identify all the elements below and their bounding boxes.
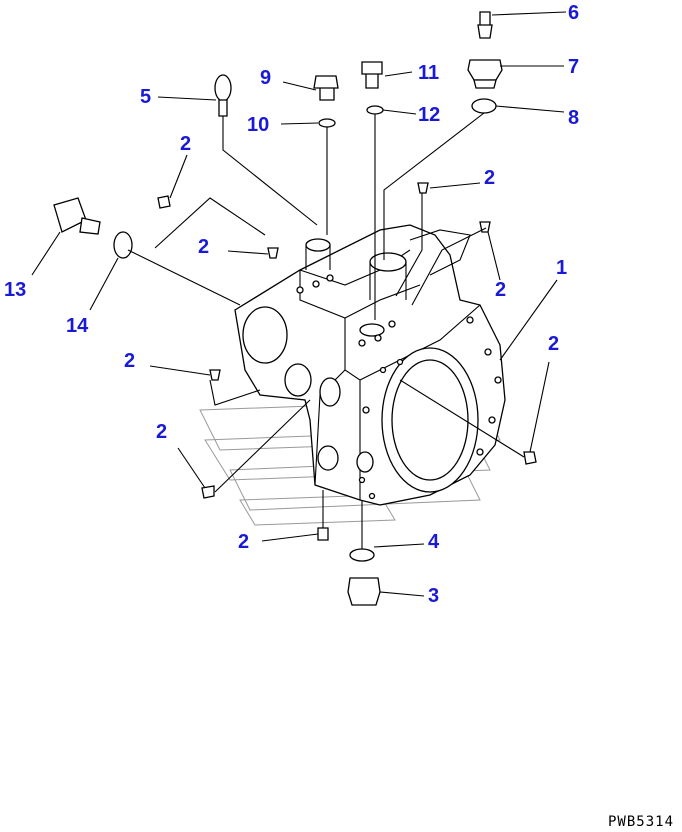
callout-13: 13 <box>4 279 26 301</box>
callout-10: 10 <box>247 114 269 136</box>
callout-2: 2 <box>198 236 209 258</box>
leader-lines <box>31 11 567 597</box>
small-parts <box>53 11 537 606</box>
callout-14: 14 <box>66 315 89 337</box>
callout-2: 2 <box>124 350 135 372</box>
callout-9: 9 <box>260 67 271 89</box>
callouts: 1 2 2 2 2 2 2 2 2 3 4 5 6 7 8 9 10 11 12… <box>4 2 579 607</box>
callout-2: 2 <box>495 279 506 301</box>
callout-1: 1 <box>556 257 567 279</box>
main-housing <box>234 224 506 506</box>
callout-7: 7 <box>568 56 579 78</box>
callout-2: 2 <box>548 333 559 355</box>
callout-2: 2 <box>484 167 495 189</box>
callout-8: 8 <box>568 107 579 129</box>
callout-2: 2 <box>180 133 191 155</box>
callout-6: 6 <box>568 2 579 24</box>
callout-5: 5 <box>140 86 151 108</box>
callout-12: 12 <box>418 104 440 126</box>
callout-3: 3 <box>428 585 439 607</box>
callout-2: 2 <box>238 531 249 553</box>
drawing-code: PWB5314 <box>608 814 674 830</box>
callout-2: 2 <box>156 421 167 443</box>
callout-11: 11 <box>418 62 439 84</box>
callout-4: 4 <box>428 531 440 553</box>
